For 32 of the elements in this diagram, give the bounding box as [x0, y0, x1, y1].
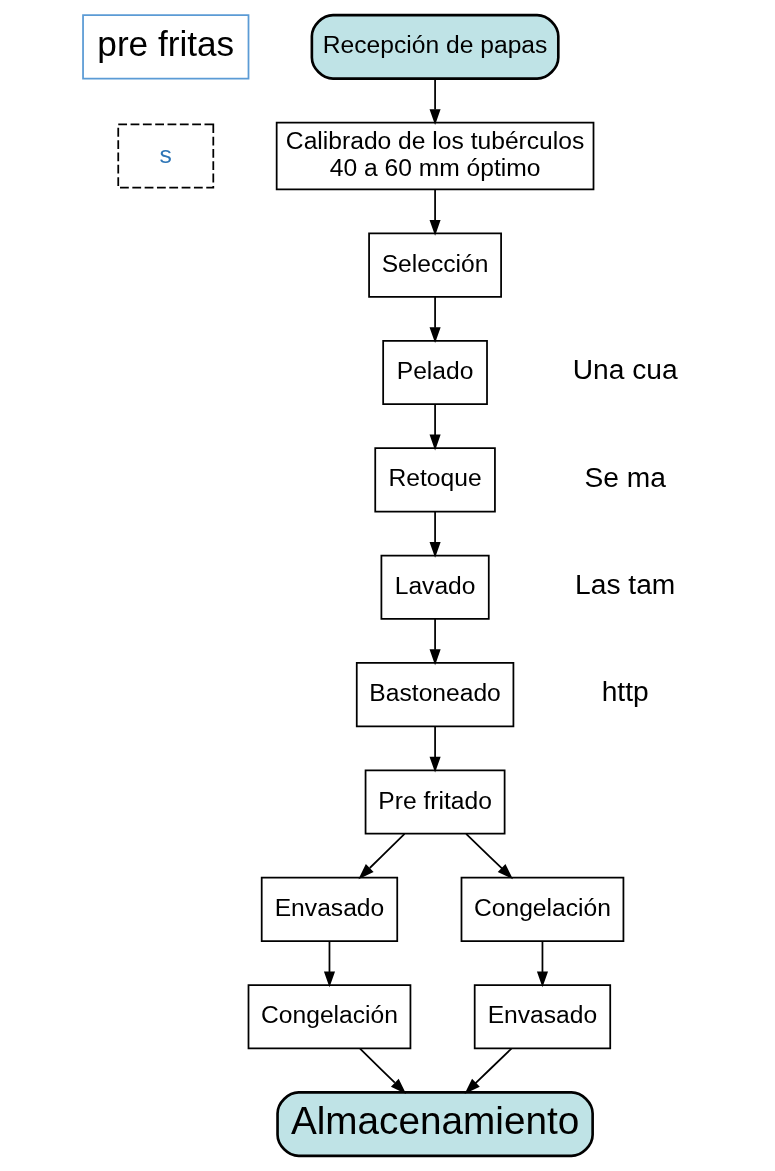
node-box: Almacenamiento [275, 1091, 594, 1158]
arrow [429, 725, 441, 773]
arrow [429, 77, 441, 125]
node-box: s [116, 123, 214, 189]
arrow [464, 1047, 512, 1094]
node-box: Recepción de papas [310, 13, 560, 80]
arrow [464, 832, 513, 880]
node-box: Calibrado de los tubérculos 40 a 60 mm óptimo [275, 121, 594, 191]
node-box: Congelación [247, 984, 411, 1050]
arrow [429, 510, 441, 558]
node-box: Envasado [260, 876, 398, 942]
node-box: pre fritas [81, 14, 249, 80]
label: http [601, 676, 649, 708]
arrow [429, 403, 441, 451]
node-box: Bastoneado [355, 662, 514, 728]
arrow [429, 618, 441, 666]
label: Las tam [574, 568, 675, 600]
arrow [429, 188, 441, 236]
arrow [358, 1047, 406, 1094]
node-box: Lavado [380, 554, 490, 620]
label: Se ma [584, 461, 666, 493]
node-box: Pre fritado [364, 769, 505, 835]
arrow [429, 296, 441, 344]
node-box: Selección [367, 232, 502, 298]
node-box: Congelación [460, 876, 624, 942]
arrow [357, 832, 405, 880]
node-box: Retoque [373, 447, 496, 513]
label: Una cua [572, 354, 678, 386]
node-box: Envasado [473, 984, 611, 1050]
arrow [536, 940, 548, 988]
arrow [323, 940, 335, 988]
node-box: Pelado [381, 339, 488, 406]
